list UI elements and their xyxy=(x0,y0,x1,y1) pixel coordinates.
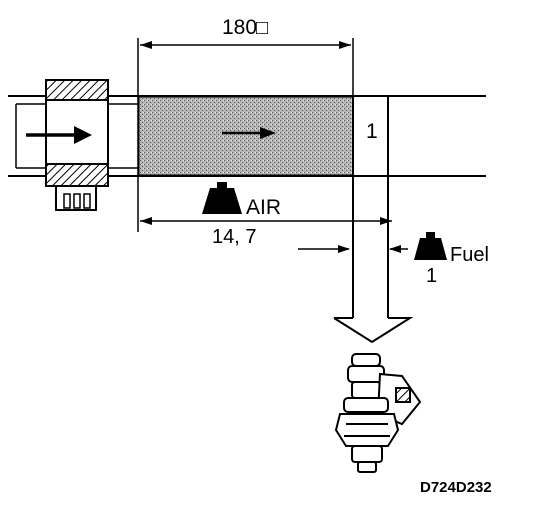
fuel-ratio-label: 1 xyxy=(426,265,437,287)
flow-arrow-left xyxy=(26,126,92,144)
fuel-label: Fuel xyxy=(450,244,489,266)
weight-icon xyxy=(414,232,447,260)
figure-code: D724D232 xyxy=(420,479,492,496)
downflow-arrow xyxy=(333,96,414,344)
dimension-air xyxy=(140,217,392,225)
flow-arrow-right xyxy=(222,127,276,139)
dimension-top-label: 180 xyxy=(222,16,257,39)
air-ratio-label: 14, 7 xyxy=(212,226,256,248)
weight-icon xyxy=(202,182,242,214)
air-mass-column xyxy=(138,96,354,176)
dimension-top xyxy=(137,38,354,96)
passage-dimension xyxy=(298,245,408,253)
dimension-top-box: □ xyxy=(256,17,268,39)
intake-duct xyxy=(8,95,486,232)
ratio-right-label: 1 xyxy=(366,120,378,143)
air-flow-sensor-icon xyxy=(45,79,109,211)
fuel-injector-icon xyxy=(334,353,422,473)
air-label: AIR xyxy=(246,196,281,219)
